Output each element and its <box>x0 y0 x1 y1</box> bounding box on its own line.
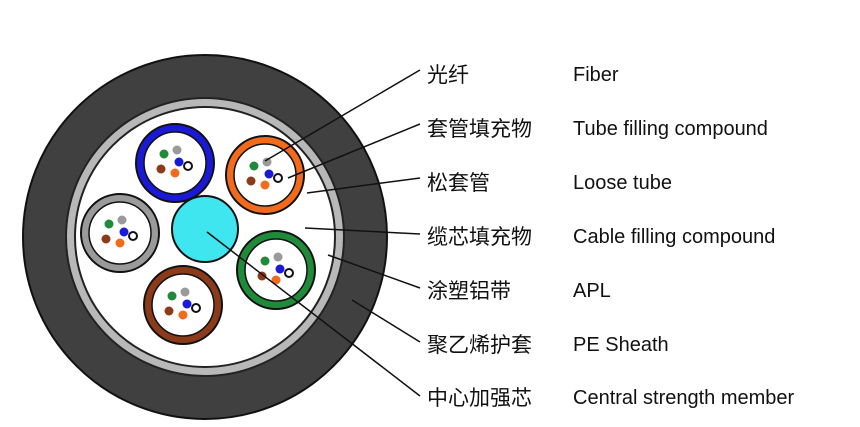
label-cn: 涂塑铝带 <box>427 279 511 303</box>
fiber <box>249 161 259 171</box>
fiber <box>167 291 177 301</box>
leader-cable-filling <box>304 227 421 235</box>
fiber <box>182 299 192 309</box>
leader-fiber <box>264 69 421 162</box>
fiber <box>117 215 127 225</box>
label-row-apl: 涂塑铝带 APL <box>0 276 860 306</box>
fiber <box>273 252 283 262</box>
label-en: Central strength member <box>573 387 795 409</box>
central-strength-member <box>171 195 239 263</box>
fiber <box>101 234 111 244</box>
fiber <box>260 256 270 266</box>
label-row-loose-tube: 松套管 Loose tube <box>0 168 860 198</box>
fiber <box>170 168 180 178</box>
fiber <box>257 271 267 281</box>
fiber <box>115 238 125 248</box>
label-row-tube-filling: 套管填充物 Tube filling compound <box>0 114 860 144</box>
leader-pe-sheath <box>351 299 421 343</box>
label-en: PE Sheath <box>573 334 669 356</box>
leader-loose-tube <box>306 177 421 194</box>
tube-green <box>236 230 316 310</box>
label-cn: 聚乙烯护套 <box>427 333 532 357</box>
label-row-cable-filling: 缆芯填充物 Cable filling compound <box>0 222 860 252</box>
label-en: Fiber <box>573 64 619 86</box>
label-cn: 松套管 <box>427 171 490 195</box>
fiber <box>164 306 174 316</box>
fiber <box>275 264 285 274</box>
label-en: APL <box>573 280 611 302</box>
label-row-pe-sheath: 聚乙烯护套 PE Sheath <box>0 330 860 360</box>
fiber <box>246 176 256 186</box>
fiber <box>156 164 166 174</box>
fiber <box>191 303 201 313</box>
tube-brown <box>143 265 223 345</box>
fiber <box>172 145 182 155</box>
fiber <box>159 149 169 159</box>
fiber <box>119 227 129 237</box>
fiber <box>264 169 274 179</box>
leader-strength-member <box>206 231 421 397</box>
fiber <box>273 173 283 183</box>
fiber <box>104 219 114 229</box>
fiber <box>262 157 272 167</box>
fiber <box>284 268 294 278</box>
loose-tubes <box>80 123 316 345</box>
tube-gray <box>80 193 160 273</box>
label-en: Loose tube <box>573 172 672 194</box>
tube-blue <box>135 123 215 203</box>
label-cn: 光纤 <box>427 63 469 87</box>
fiber <box>183 161 193 171</box>
label-en: Tube filling compound <box>573 118 768 140</box>
leader-lines <box>206 69 421 397</box>
label-cn: 缆芯填充物 <box>427 225 532 249</box>
fiber <box>178 310 188 320</box>
fiber <box>174 157 184 167</box>
label-en: Cable filling compound <box>573 226 776 248</box>
fiber <box>180 287 190 297</box>
label-cn: 套管填充物 <box>427 117 532 141</box>
label-row-fiber: 光纤 Fiber <box>0 60 860 90</box>
fiber <box>260 180 270 190</box>
tube-orange <box>225 135 305 215</box>
leader-tube-filling <box>287 123 421 179</box>
fiber <box>271 275 281 285</box>
label-row-strength-member: 中心加强芯 Central strength member <box>0 383 860 413</box>
label-cn: 中心加强芯 <box>427 386 532 410</box>
fiber <box>128 231 138 241</box>
leader-apl <box>327 254 421 289</box>
